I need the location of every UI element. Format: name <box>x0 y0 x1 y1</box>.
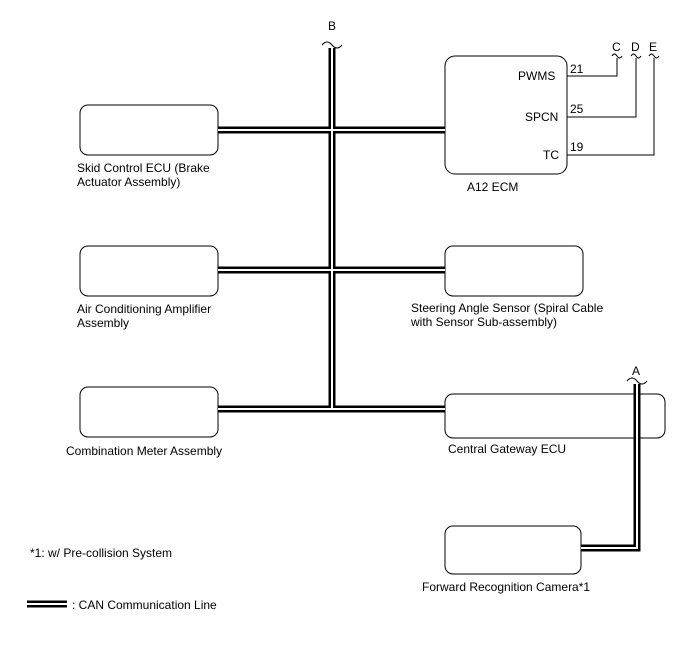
connector-d-label: D <box>631 40 640 54</box>
legend-label: : CAN Communication Line <box>72 598 217 612</box>
skid-control-ecu-box <box>79 104 219 156</box>
connector-a-break-mark <box>626 377 648 385</box>
forward-recognition-camera-label: Forward Recognition Camera*1 <box>422 580 591 594</box>
central-gateway-ecu-label: Central Gateway ECU <box>448 442 567 456</box>
connector-c-label: C <box>612 40 621 54</box>
ecm-label: A12 ECM <box>467 180 519 194</box>
combination-meter-box <box>79 386 219 438</box>
steering-angle-sensor-label: Steering Angle Sensor (Spiral Cable with… <box>411 301 604 329</box>
ac-amplifier-label: Air Conditioning Amplifier Assembly <box>77 302 212 330</box>
ecm-pin-pwms-number: 21 <box>570 62 584 76</box>
connector-e-label: E <box>649 40 658 54</box>
connector-b-label: B <box>328 19 337 33</box>
central-gateway-ecu-box <box>444 393 666 439</box>
combination-meter-label: Combination Meter Assembly <box>66 444 223 458</box>
ecm-pin-spcn-name: SPCN <box>525 110 559 124</box>
forward-recognition-camera-box <box>444 525 582 575</box>
ecm-pin-tc-name: TC <box>543 148 559 162</box>
can-bus <box>218 48 641 552</box>
skid-control-ecu-label: Skid Control ECU (Brake Actuator Assembl… <box>77 161 210 189</box>
steering-angle-sensor-box <box>444 245 584 297</box>
ecm-box <box>444 55 568 175</box>
connector-a-label: A <box>632 364 641 378</box>
ecm-pin-spcn-number: 25 <box>570 102 584 116</box>
ac-amplifier-box <box>79 245 219 297</box>
ecm-pin-pwms-name: PWMS <box>518 69 556 83</box>
connector-b-break-mark <box>321 41 343 49</box>
ecm-wire-break-marks <box>611 53 660 59</box>
ecm-signal-wires <box>567 58 655 156</box>
ecm-pin-tc-number: 19 <box>570 140 584 154</box>
footnote: *1: w/ Pre-collision System <box>30 546 173 560</box>
